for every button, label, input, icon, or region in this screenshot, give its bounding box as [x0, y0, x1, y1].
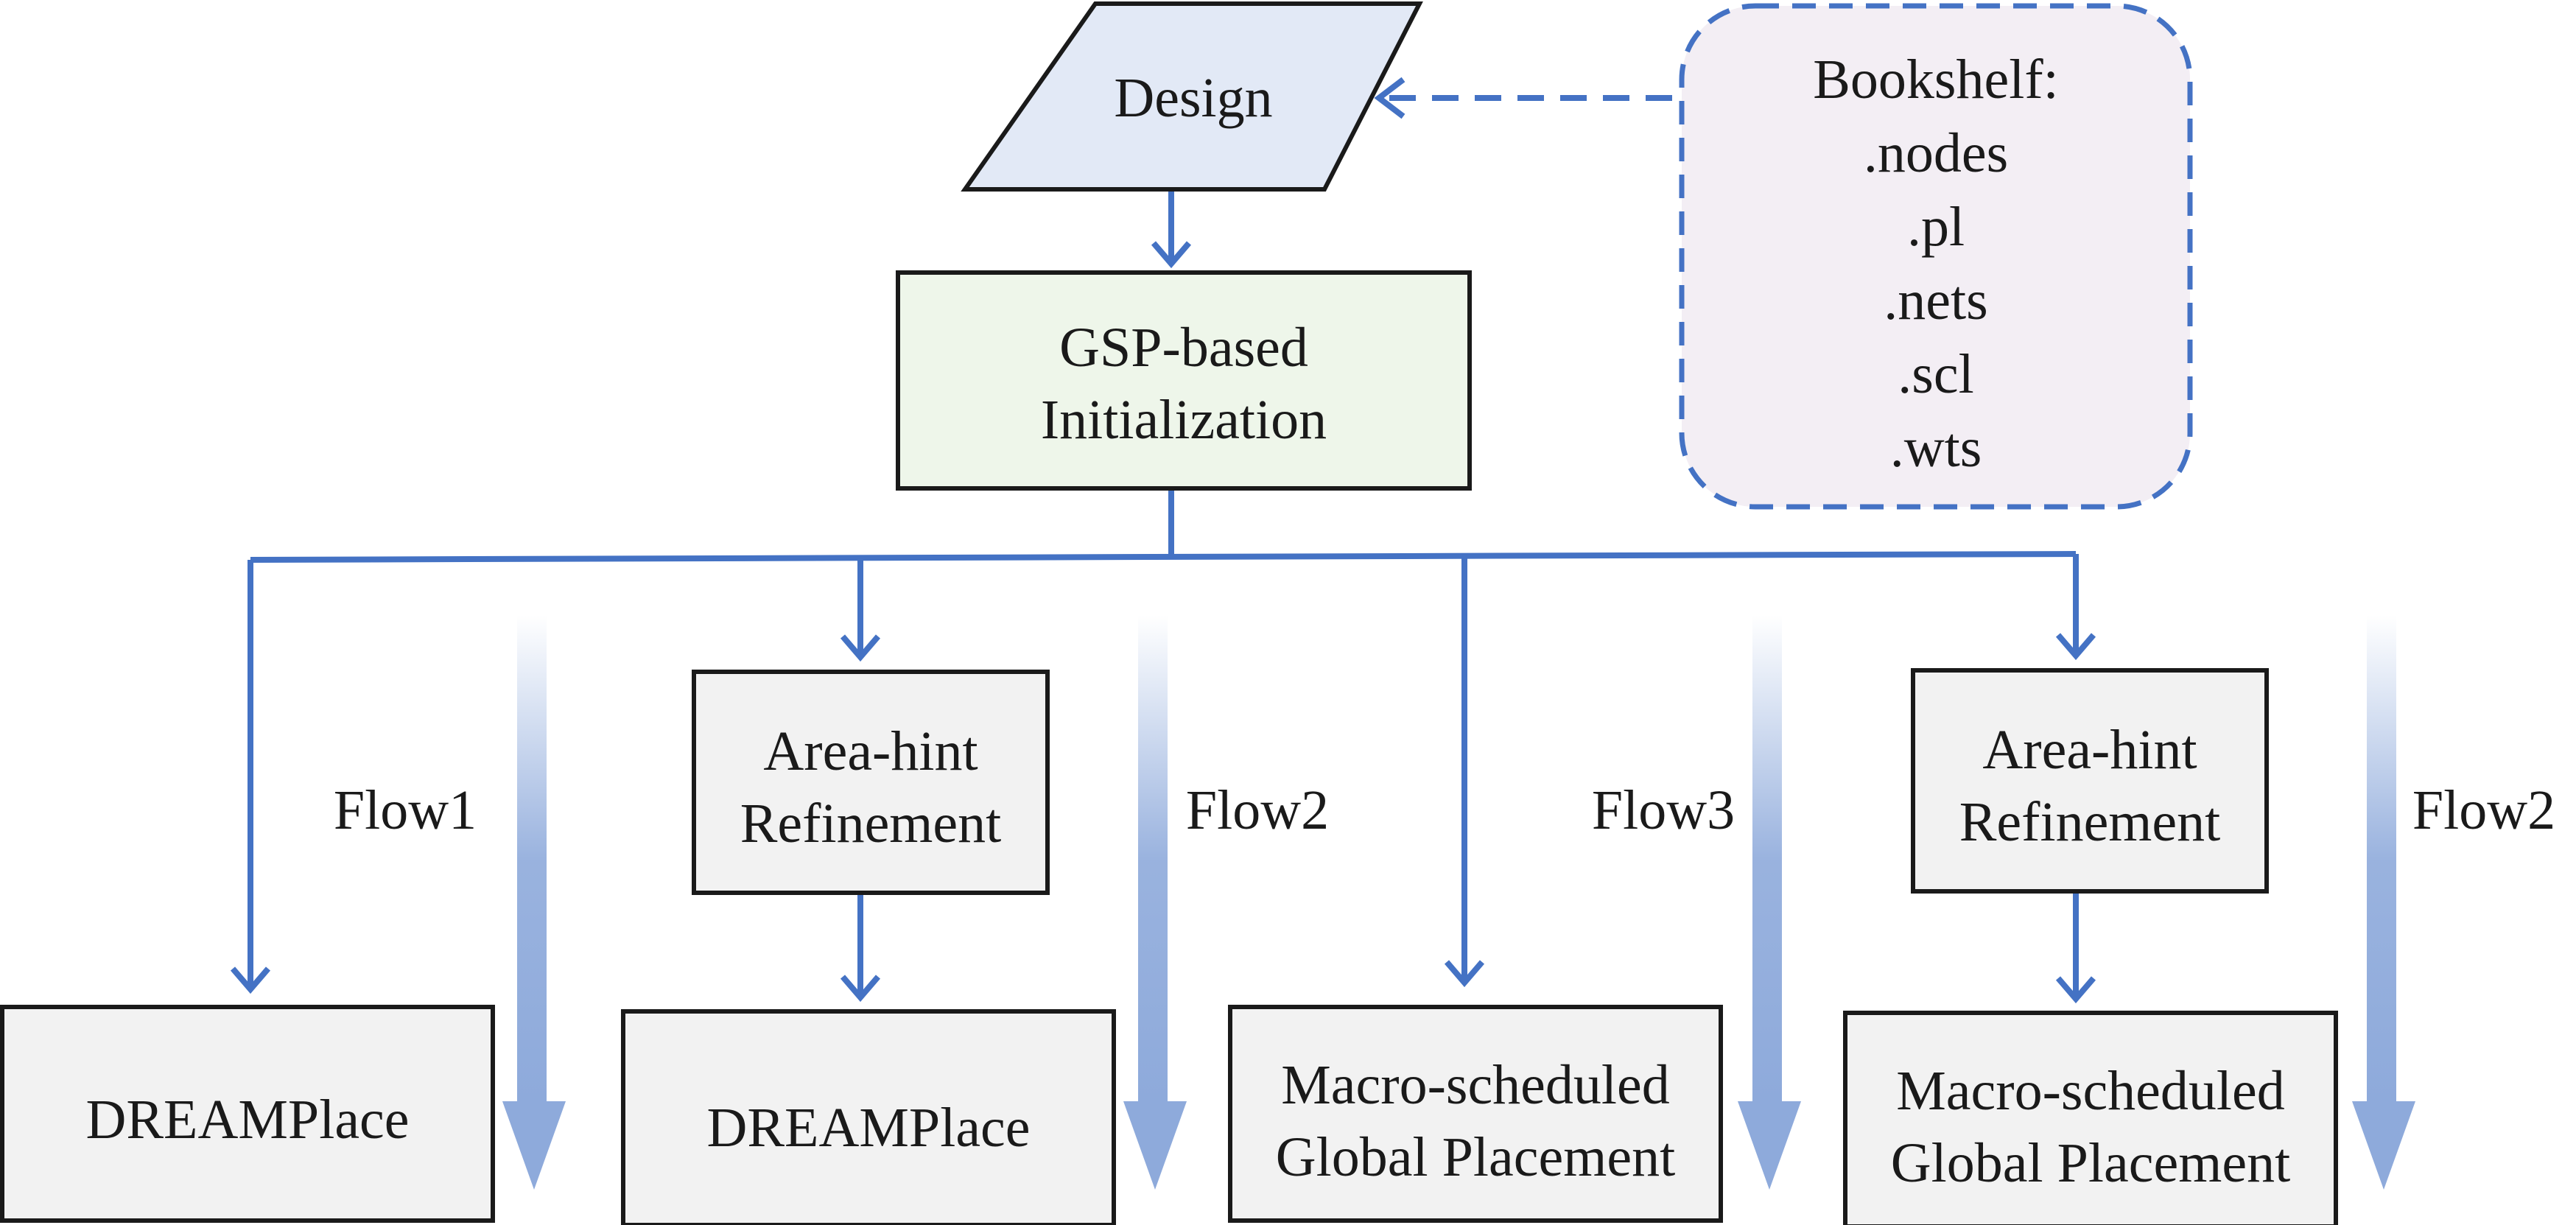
placer-box	[1228, 1005, 1723, 1223]
column-flow1: DREAMPlace Flow1	[0, 615, 566, 1223]
flow-arrow-head	[502, 1101, 566, 1190]
flow-arrow-head	[1738, 1101, 1801, 1190]
flow-arrow-shaft	[517, 615, 547, 1105]
flow-arrow-shaft	[1138, 615, 1168, 1105]
refinement-line1: Area-hint	[1982, 719, 2197, 781]
bookshelf-border	[1679, 3, 2193, 510]
bookshelf-file: .pl	[1907, 196, 1965, 258]
bookshelf-title: Bookshelf:	[1813, 49, 2059, 110]
placer-line2: Global Placement	[1891, 1132, 2290, 1194]
gsp-init-box	[896, 270, 1472, 491]
placer-line1: Macro-scheduled	[1896, 1060, 2285, 1122]
flow-label: Flow1	[334, 779, 477, 841]
flow-label: Flow2	[2412, 779, 2555, 841]
bookshelf-box: Bookshelf: .nodes .pl .nets .scl .wts	[1679, 3, 2193, 510]
placer-box	[621, 1009, 1116, 1225]
design-shape	[961, 1, 1423, 192]
refinement-line2: Refinement	[740, 793, 1002, 854]
placer-line1: Macro-scheduled	[1281, 1054, 1670, 1116]
connectors	[230, 77, 2096, 1004]
refinement-line1: Area-hint	[763, 720, 978, 782]
placer-label: DREAMPlace	[85, 1089, 409, 1151]
flow-arrow-head	[2352, 1101, 2415, 1190]
bookshelf-file: .scl	[1898, 343, 1973, 405]
branch-bus	[250, 551, 2077, 563]
design-label: Design	[1114, 67, 1272, 129]
refinement-box	[692, 670, 1050, 895]
flow-label: Flow3	[1592, 779, 1735, 841]
gsp-init-line1: GSP-based	[1059, 317, 1308, 379]
flow-arrow-shaft	[1752, 615, 1782, 1105]
bookshelf-file: .wts	[1890, 417, 1982, 479]
gsp-init-line2: Initialization	[1041, 389, 1327, 451]
placer-line2: Global Placement	[1276, 1126, 1675, 1188]
placer-box	[1843, 1011, 2338, 1225]
flow-label: Flow2	[1186, 779, 1329, 841]
bookshelf-file: .nets	[1884, 270, 1987, 331]
flow-arrow-head	[1123, 1101, 1187, 1190]
placer-box	[0, 1005, 495, 1223]
bookshelf-file: .nodes	[1864, 122, 2008, 184]
bookshelf-arrowhead	[1374, 77, 1405, 119]
refinement-line2: Refinement	[1959, 791, 2221, 853]
placer-label: DREAMPlace	[706, 1097, 1030, 1159]
flow-arrow-shaft	[2367, 615, 2396, 1105]
column-flow4: Area-hint Refinement Macro-scheduled Glo…	[1843, 615, 2555, 1225]
refinement-box	[1911, 668, 2269, 894]
column-flow2: Area-hint Refinement DREAMPlace Flow2	[621, 615, 1329, 1225]
design-node: Design	[961, 1, 1423, 192]
column-flow3: Macro-scheduled Global Placement Flow3	[1228, 615, 1801, 1223]
gsp-init-node: GSP-based Initialization	[896, 270, 1472, 491]
